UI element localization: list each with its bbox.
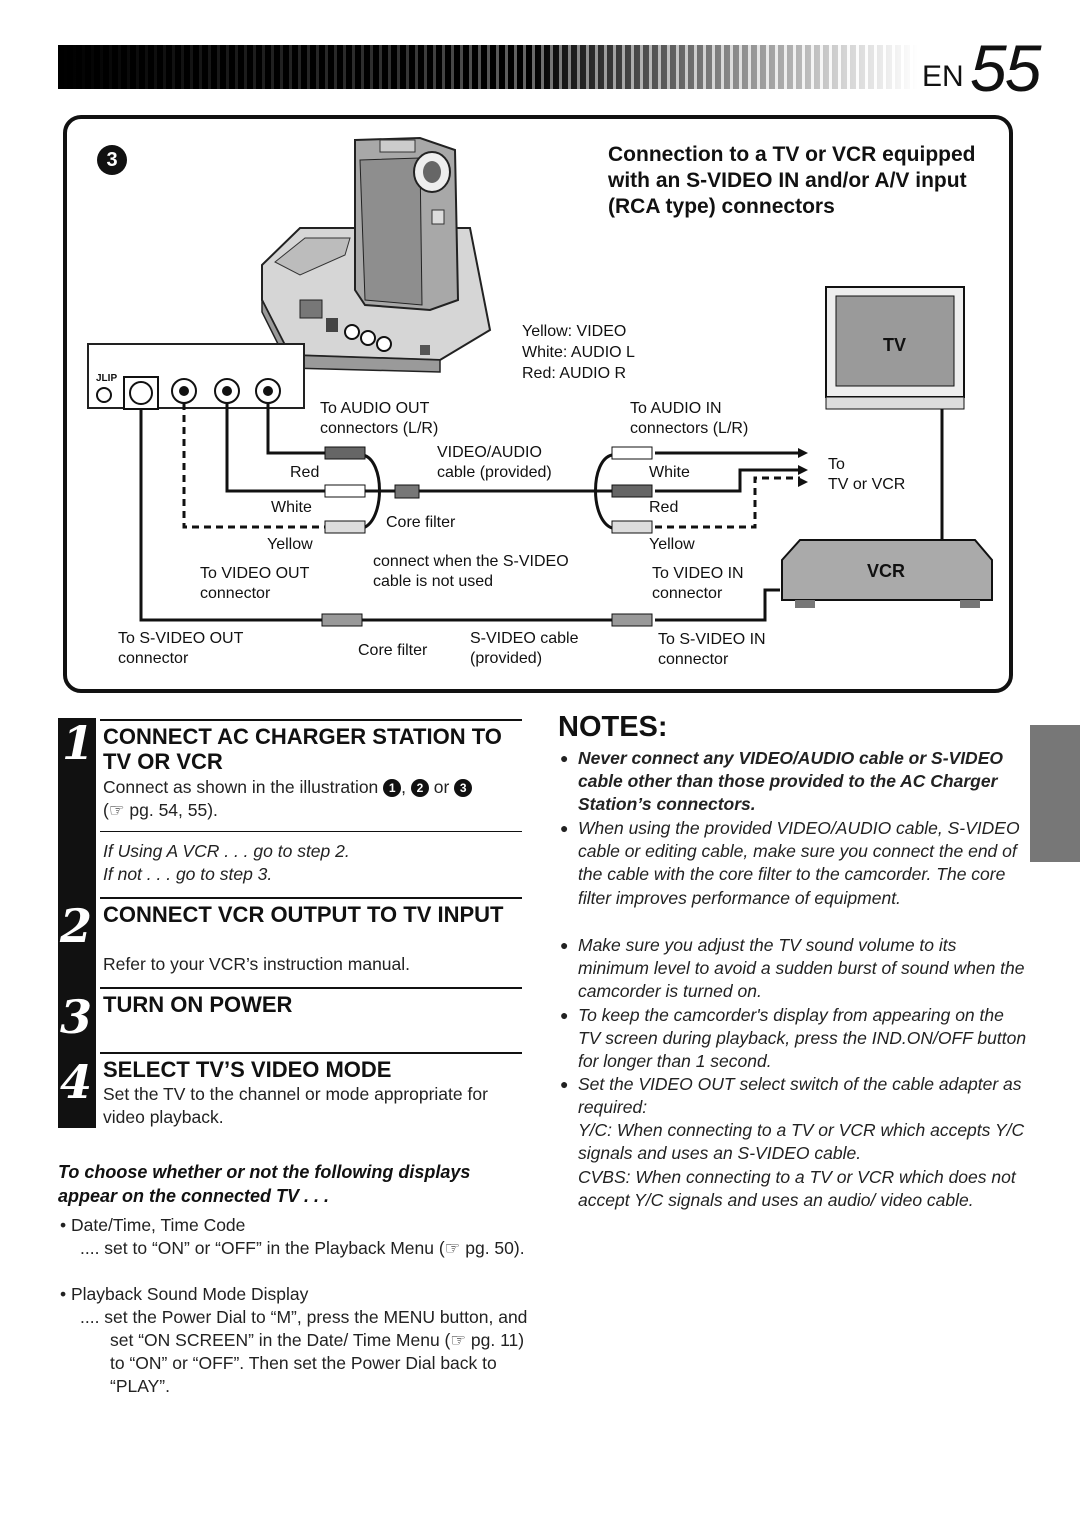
step-2-number: 2: [60, 899, 93, 953]
left-red-label: Red: [290, 464, 320, 481]
note-1-text: Never connect any VIDEO/AUDIO cable or S…: [578, 748, 1003, 815]
step-1-page-ref: (☞ pg. 54, 55).: [103, 800, 218, 820]
note-2-text: When using the provided VIDEO/AUDIO cabl…: [578, 818, 1020, 908]
note-cvbs: CVBS: When connecting to a TV or VCR whi…: [560, 1166, 1030, 1212]
step-4-rule: [100, 1052, 522, 1054]
step-2-body: Refer to your VCR’s instruction manual.: [103, 954, 411, 974]
ref-2-badge: 2: [410, 779, 429, 797]
connect-note-line2: cable is not used: [373, 573, 494, 590]
right-red-label: Red: [649, 499, 679, 516]
step-1-heading: CONNECT AC CHARGER STATION TO TV OR VCR: [103, 724, 502, 774]
section-side-tab: [1030, 725, 1080, 862]
step-4-heading: SELECT TV’S VIDEO MODE: [103, 1057, 392, 1082]
note-yc-text: Y/C: When connecting to a TV or VCR whic…: [578, 1120, 1025, 1164]
step-2-rule: [100, 897, 522, 899]
legend-white: White: AUDIO L: [522, 344, 635, 361]
header-bar: [58, 45, 918, 89]
left-white-label: White: [271, 499, 312, 516]
step-3-number: 3: [60, 990, 93, 1044]
svideo-cable-sub: (provided): [470, 650, 543, 667]
diagram-step-badge: 3: [97, 145, 127, 175]
display-item-1-detail: .... set to “ON” or “OFF” in the Playbac…: [80, 1238, 525, 1258]
arrowheads: [798, 448, 808, 487]
note-5-text: Set the VIDEO OUT select switch of the c…: [578, 1074, 1022, 1118]
to-svideo-out-label: To S-VIDEO OUT: [118, 630, 244, 647]
step-3-rule: [100, 987, 522, 989]
to-audio-in-label: To AUDIO IN: [630, 400, 722, 417]
step-2-heading: CONNECT VCR OUTPUT TO TV INPUT: [103, 902, 504, 927]
step-1-branch-1: If Using A VCR . . . go to step 2.: [103, 841, 350, 861]
tv-label: TV: [883, 335, 907, 355]
to-svideo-in-sub: connector: [658, 651, 729, 668]
rca-plugs: [321, 446, 653, 627]
notes-heading: NOTES:: [558, 711, 668, 743]
to-svideo-out-sub: connector: [118, 650, 189, 667]
to-video-out-label: To VIDEO OUT: [200, 565, 310, 582]
connection-illustration: [87, 136, 993, 627]
display-item-2: • Playback Sound Mode Display: [60, 1284, 309, 1304]
video-audio-cable-sub: cable (provided): [437, 464, 552, 481]
step-1-body: Connect as shown in the illustration 1, …: [103, 776, 523, 822]
note-1: ●Never connect any VIDEO/AUDIO cable or …: [560, 747, 1030, 817]
to-audio-out-label: To AUDIO OUT: [320, 400, 430, 417]
note-4: ●To keep the camcorder's display from ap…: [560, 1004, 1030, 1074]
right-white-label: White: [649, 464, 690, 481]
step-3-heading: TURN ON POWER: [103, 992, 293, 1017]
diagram-title: Connection to a TV or VCR equipped with …: [608, 143, 976, 218]
to-svideo-in-label: To S-VIDEO IN: [658, 631, 766, 648]
core-filter-bottom-label: Core filter: [358, 642, 428, 659]
steps-sidebar: [58, 718, 96, 1128]
video-audio-cable-label: VIDEO/AUDIO: [437, 444, 542, 461]
svideo-cable-label: S-VIDEO cable: [470, 630, 579, 647]
legend-red: Red: AUDIO R: [522, 365, 627, 382]
left-yellow-label: Yellow: [267, 536, 313, 553]
to-audio-out-sub: connectors (L/R): [320, 420, 439, 437]
tv-illustration: [825, 286, 965, 410]
display-item-2-detail: .... set the Power Dial to “M”, press th…: [80, 1307, 528, 1396]
vcr-illustration: [781, 539, 993, 608]
to-tv-or-vcr-label: To: [828, 456, 845, 473]
ref-3-badge: 3: [454, 779, 473, 797]
to-audio-in-sub: connectors (L/R): [630, 420, 749, 437]
step-4-number: 4: [60, 1055, 93, 1109]
cable-adapter-illustration: [87, 343, 305, 410]
to-tv-or-vcr-sub: TV or VCR: [828, 476, 906, 493]
step-1-rule: [100, 719, 522, 721]
note-3: ●Make sure you adjust the TV sound volum…: [560, 934, 1030, 1004]
vcr-label: VCR: [867, 561, 906, 581]
ref-1-badge: 1: [383, 779, 402, 797]
step-1-body-text: Connect as shown in the illustration: [103, 777, 379, 797]
step-1-sub-rule: [100, 831, 522, 832]
to-video-out-sub: connector: [200, 585, 271, 602]
adapter-brand-label: JLIP: [96, 373, 118, 384]
right-yellow-label: Yellow: [649, 536, 695, 553]
note-2: ●When using the provided VIDEO/AUDIO cab…: [560, 817, 1030, 910]
page-number: 55: [970, 31, 1041, 105]
display-section-title: To choose whether or not the following d…: [58, 1162, 471, 1206]
note-4-text: To keep the camcorder's display from app…: [578, 1005, 1027, 1072]
to-video-in-label: To VIDEO IN: [652, 565, 744, 582]
legend-yellow: Yellow: VIDEO: [522, 323, 627, 340]
language-label: EN: [922, 60, 964, 93]
display-item-1: • Date/Time, Time Code: [60, 1215, 246, 1235]
camcorder-illustration: [354, 136, 460, 312]
to-video-in-sub: connector: [652, 585, 723, 602]
note-5: ●Set the VIDEO OUT select switch of the …: [560, 1073, 1030, 1119]
note-3-text: Make sure you adjust the TV sound volume…: [578, 935, 1025, 1002]
note-yc: Y/C: When connecting to a TV or VCR whic…: [560, 1119, 1030, 1165]
step-1-branch-2: If not . . . go to step 3.: [103, 864, 273, 884]
diagram-frame: [63, 115, 1013, 693]
step-4-body: Set the TV to the channel or mode approp…: [103, 1084, 488, 1127]
core-filter-top-label: Core filter: [386, 514, 456, 531]
connect-note-line1: connect when the S-VIDEO: [373, 553, 569, 570]
note-cvbs-text: CVBS: When connecting to a TV or VCR whi…: [578, 1167, 1016, 1211]
step-1-number: 1: [62, 716, 95, 770]
